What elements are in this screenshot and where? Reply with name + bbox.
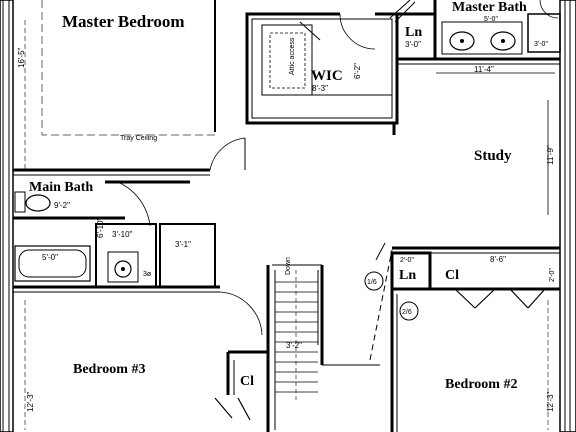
linen-top: Ln 3'-0": [389, 0, 437, 61]
master-bath: Master Bath 5'-0" 3'-0": [397, 0, 561, 65]
bath-depth-dim: 6'-10": [96, 217, 105, 238]
bedroom-3-label: Bedroom #3: [73, 362, 145, 377]
main-bath: Main Bath 9'-2" 5'-0" 6'-10" 3'-10" 3'-1…: [13, 180, 220, 293]
closet-mid-width-dim: 8'-6": [490, 255, 506, 264]
tray-ceiling-label: Tray Ceiling: [120, 135, 157, 142]
main-bath-label: Main Bath: [29, 180, 93, 195]
master-bath-small-dim: 3'-0": [534, 41, 548, 48]
linen-top-dim: 3'-0": [405, 40, 421, 49]
stairs-down-label: Down: [285, 257, 292, 275]
stair-width-dim: 3'-2": [286, 341, 302, 350]
hall: 1/6 2/6: [219, 242, 419, 366]
linen-mid-dim: 2'-0": [400, 257, 414, 264]
study-label: Study: [474, 148, 512, 164]
tub-length-dim: 5'-0": [42, 253, 58, 262]
study-depth-dim: 11'-9": [546, 145, 555, 165]
master-bedroom-height-dim: 16'-5": [17, 47, 26, 68]
linen-closet-mid: Ln Cl 2'-0" 8'-6" 2'-0": [390, 251, 560, 432]
closet-mid-label: Cl: [445, 268, 459, 283]
wic-width-dim: 8'-3": [312, 84, 328, 93]
bedroom-2: Bedroom #2 12'-3": [445, 300, 555, 430]
master-bedroom: Master Bedroom Tray Ceiling 16'-5": [13, 0, 246, 176]
bedroom-2-label: Bedroom #2: [445, 377, 517, 392]
door-2-6-label: 2/6: [402, 309, 412, 316]
linen-mid-label: Ln: [399, 268, 416, 283]
closet-mid-depth-dim: 2'-0": [549, 268, 556, 282]
bedroom-3-depth-dim: 12'-3": [26, 391, 35, 412]
master-bath-label: Master Bath: [452, 0, 527, 15]
linen-top-label: Ln: [405, 25, 422, 40]
master-bedroom-label: Master Bedroom: [62, 12, 185, 31]
wic-label: WIC: [311, 68, 343, 84]
bedroom-3: Bedroom #3 Cl 12'-3": [24, 300, 268, 430]
tub-code-label: 3ø: [143, 271, 152, 278]
master-bath-width-dim: 5'-0": [484, 16, 498, 23]
main-bath-width-dim: 9'-2": [54, 201, 70, 210]
wic-depth-dim: 6'-2": [353, 63, 362, 79]
toilet-width-dim: 3'-10": [112, 230, 133, 239]
study: Study 11'-4" 11'-9": [392, 65, 560, 254]
closet-bottom-label: Cl: [240, 374, 254, 389]
attic-access-label: Attic access: [289, 37, 296, 75]
bedroom-2-depth-dim: 12'-3": [546, 391, 555, 412]
wic: WIC 8'-3" 6'-2" Attic access: [245, 12, 399, 125]
door-1-6-label: 1/6: [367, 279, 377, 286]
linen-width-dim: 3'-1": [175, 240, 191, 249]
study-width-dim: 11'-4": [474, 65, 494, 74]
stairs: Down 3'-2": [266, 257, 324, 432]
